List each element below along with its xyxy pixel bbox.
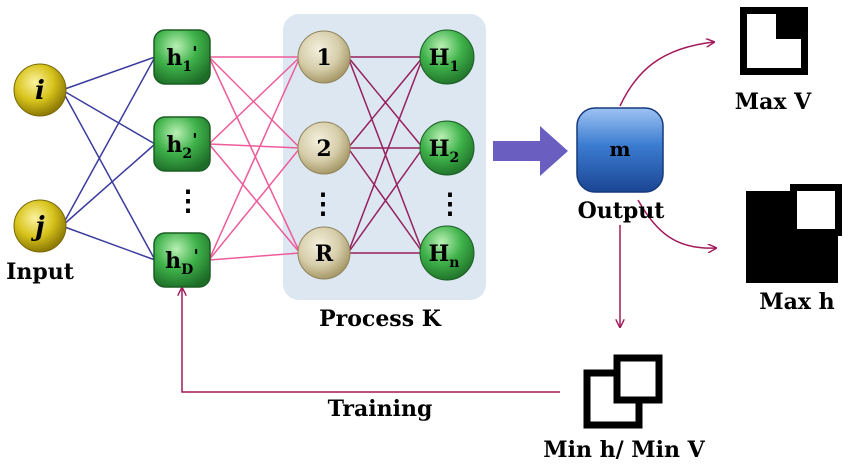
input-node xyxy=(13,199,67,253)
input-hidden-edge xyxy=(61,143,156,227)
process-output-node xyxy=(419,29,475,85)
process-node-label: R xyxy=(315,241,334,267)
process-caption: Process K xyxy=(319,306,442,332)
process-internal-edge xyxy=(347,56,424,149)
input-node xyxy=(13,63,67,117)
process-left-ellipsis: ⋮ xyxy=(309,187,337,220)
process-output-node xyxy=(419,120,475,176)
training-feedback-arrow xyxy=(182,288,560,393)
process-right-ellipsis: ⋮ xyxy=(436,187,464,220)
input-node-label: i xyxy=(35,76,45,106)
process-internal-edge xyxy=(347,56,424,254)
input-caption: Input xyxy=(6,259,75,285)
edges xyxy=(61,56,424,261)
max-h-icon xyxy=(746,184,842,283)
process-node-label: 1 xyxy=(316,45,331,71)
arrow-to-max-v xyxy=(619,42,714,107)
training-label: Training xyxy=(328,396,433,422)
hidden-process-edge xyxy=(208,147,301,261)
max-v-label: Max V xyxy=(735,89,812,115)
hidden-process-edge xyxy=(208,143,301,254)
process-output-node xyxy=(419,225,475,281)
process-internal-edge xyxy=(347,147,424,254)
input-hidden-edge xyxy=(61,56,156,227)
flow-arrows xyxy=(182,42,716,393)
hidden-process-edge xyxy=(208,56,301,149)
min-label: Min h/ Min V xyxy=(543,437,705,463)
max-v-icon xyxy=(740,7,808,75)
input-hidden-edge xyxy=(61,89,156,145)
input-hidden-edge xyxy=(61,225,156,261)
process-node xyxy=(297,30,351,84)
input-hidden-edge xyxy=(61,56,156,91)
hidden-process-edge xyxy=(208,56,301,254)
hidden-node xyxy=(153,232,211,288)
hidden-node xyxy=(153,116,211,172)
process-node-label: 2 xyxy=(316,136,331,162)
process-node xyxy=(297,121,351,175)
hidden-process-edge xyxy=(208,252,301,261)
hidden-ellipsis: ⋮ xyxy=(174,184,202,217)
max-h-label: Max h xyxy=(759,289,834,315)
input-hidden-edge xyxy=(61,89,156,261)
output-caption: Output xyxy=(578,198,666,224)
min-icon xyxy=(583,354,663,429)
output-node-label: m xyxy=(609,137,630,161)
arrow-to-max-h xyxy=(637,199,716,248)
process-node xyxy=(297,226,351,280)
hidden-process-edge xyxy=(208,143,301,149)
output-node xyxy=(576,107,664,193)
big-arrow xyxy=(493,126,568,176)
hidden-node xyxy=(153,29,211,85)
hidden-node-label: h2' xyxy=(166,130,197,162)
hidden-process-edge xyxy=(208,56,301,261)
hidden-process-edge xyxy=(208,56,301,145)
